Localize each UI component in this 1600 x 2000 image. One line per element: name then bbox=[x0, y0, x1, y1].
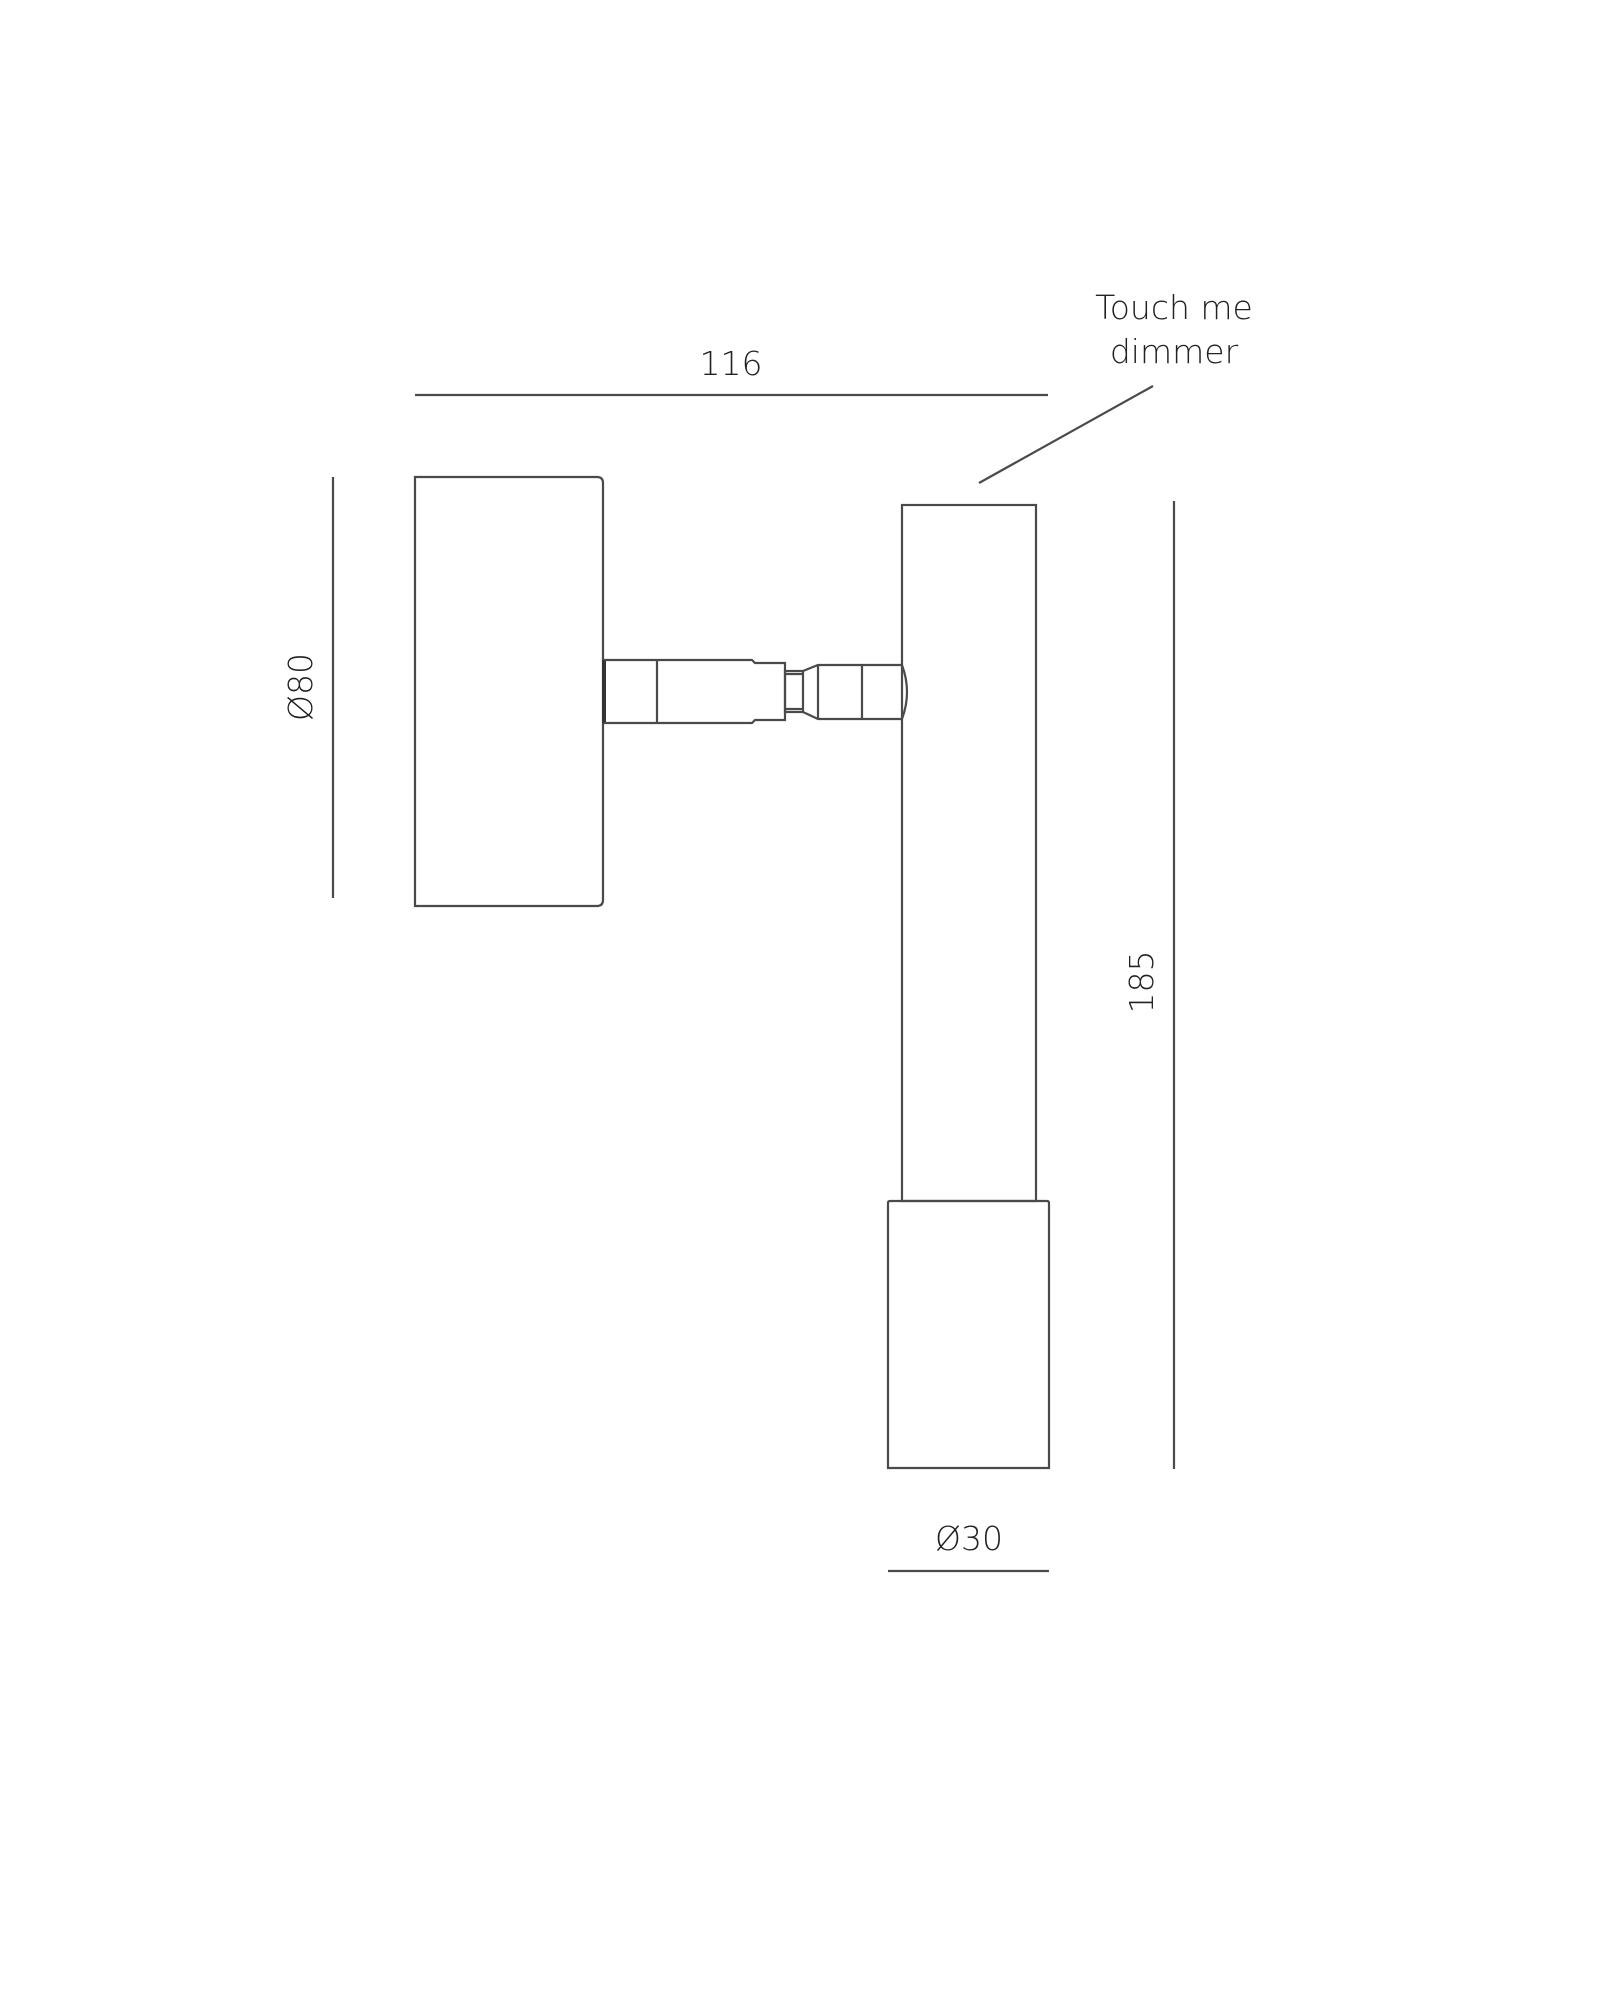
tube-diameter-label: Ø30 bbox=[935, 1519, 1003, 1558]
tube-diameter-dimension: Ø30 bbox=[888, 1519, 1049, 1573]
height-dimension: 185 bbox=[1122, 501, 1176, 1469]
arm-segment-1 bbox=[604, 658, 787, 725]
annotation-leader-line bbox=[978, 385, 1154, 484]
depth-dimension: 116 bbox=[415, 344, 1048, 397]
arm-neck bbox=[783, 669, 805, 714]
annotation-line-2: dimmer bbox=[1110, 332, 1239, 371]
lamp-head bbox=[886, 1199, 1051, 1470]
depth-label: 116 bbox=[700, 344, 763, 383]
lamp-tube bbox=[900, 503, 1038, 1203]
annotation-line-1: Touch me bbox=[1095, 288, 1253, 327]
wall-base-plate bbox=[413, 475, 605, 908]
base-diameter-label: Ø80 bbox=[281, 653, 320, 721]
swivel-arm bbox=[602, 658, 909, 725]
base-diameter-dimension: Ø80 bbox=[281, 477, 335, 898]
height-label: 185 bbox=[1122, 951, 1161, 1014]
dimmer-annotation: Touch me dimmer bbox=[978, 288, 1253, 484]
